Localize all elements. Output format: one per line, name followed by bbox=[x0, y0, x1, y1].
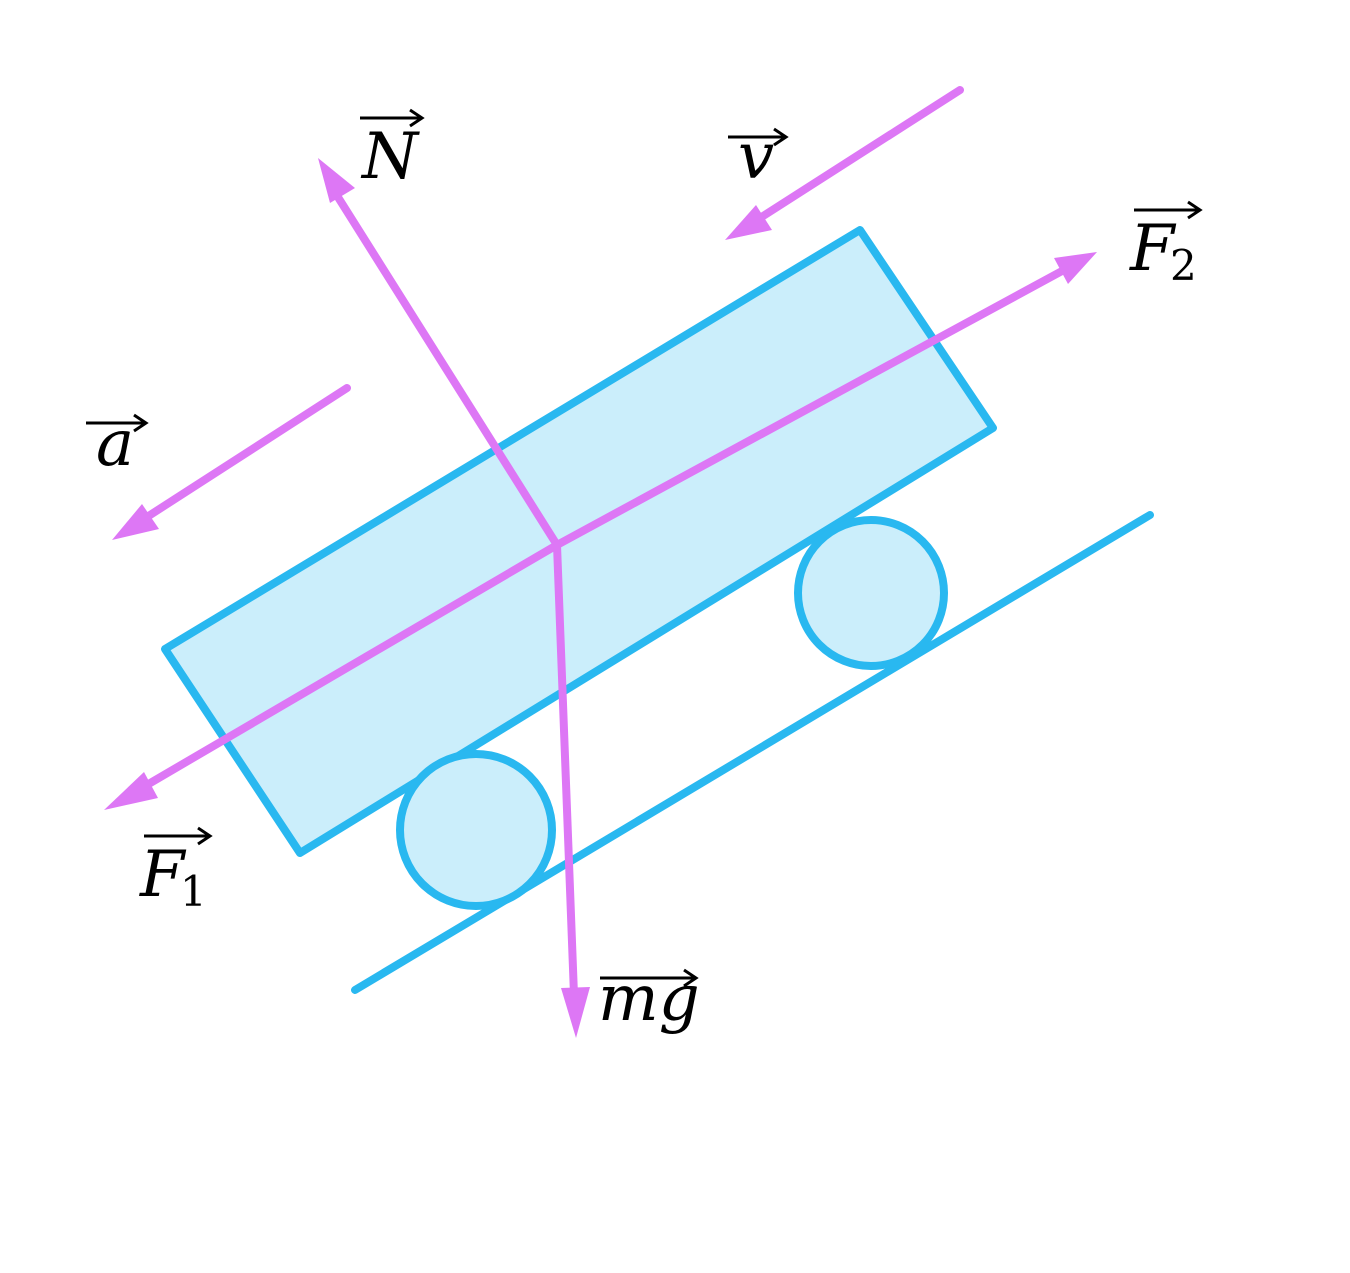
label-force-1-sub: 1 bbox=[180, 867, 207, 916]
incline-line bbox=[351, 511, 1154, 994]
cart-wheel-rear bbox=[794, 516, 948, 670]
force-f1-arrowhead bbox=[104, 772, 158, 810]
label-normal: N bbox=[360, 108, 425, 194]
force-f2-arrow bbox=[553, 267, 1066, 549]
gravity-arrow bbox=[553, 541, 578, 999]
force-f2-arrowhead bbox=[1054, 252, 1097, 284]
label-acceleration-text: a bbox=[96, 407, 134, 481]
normal-force-arrowhead bbox=[318, 158, 355, 203]
cart-wheel-front bbox=[396, 750, 556, 910]
label-acceleration: a bbox=[86, 407, 149, 481]
label-gravity-text: mg bbox=[598, 962, 700, 1036]
label-velocity: v bbox=[728, 120, 789, 194]
velocity-arrow bbox=[756, 86, 964, 222]
force-f1-arrow bbox=[136, 541, 561, 793]
cart-body bbox=[161, 226, 997, 857]
acceleration-arrowhead bbox=[112, 504, 159, 540]
normal-force-arrow bbox=[332, 190, 561, 549]
label-velocity-text: v bbox=[738, 120, 774, 194]
gravity-arrowhead bbox=[561, 987, 590, 1038]
velocity-arrowhead bbox=[725, 205, 772, 240]
label-normal-text: N bbox=[360, 120, 420, 194]
label-force-2-sub: 2 bbox=[1170, 241, 1197, 290]
label-force-2: F 2 bbox=[1129, 200, 1203, 290]
label-gravity: mg bbox=[598, 962, 700, 1036]
label-force-1-base: F bbox=[139, 838, 187, 912]
label-force-2-base: F bbox=[1129, 212, 1177, 286]
acceleration-arrow bbox=[143, 384, 351, 521]
label-force-1: F 1 bbox=[139, 826, 213, 916]
